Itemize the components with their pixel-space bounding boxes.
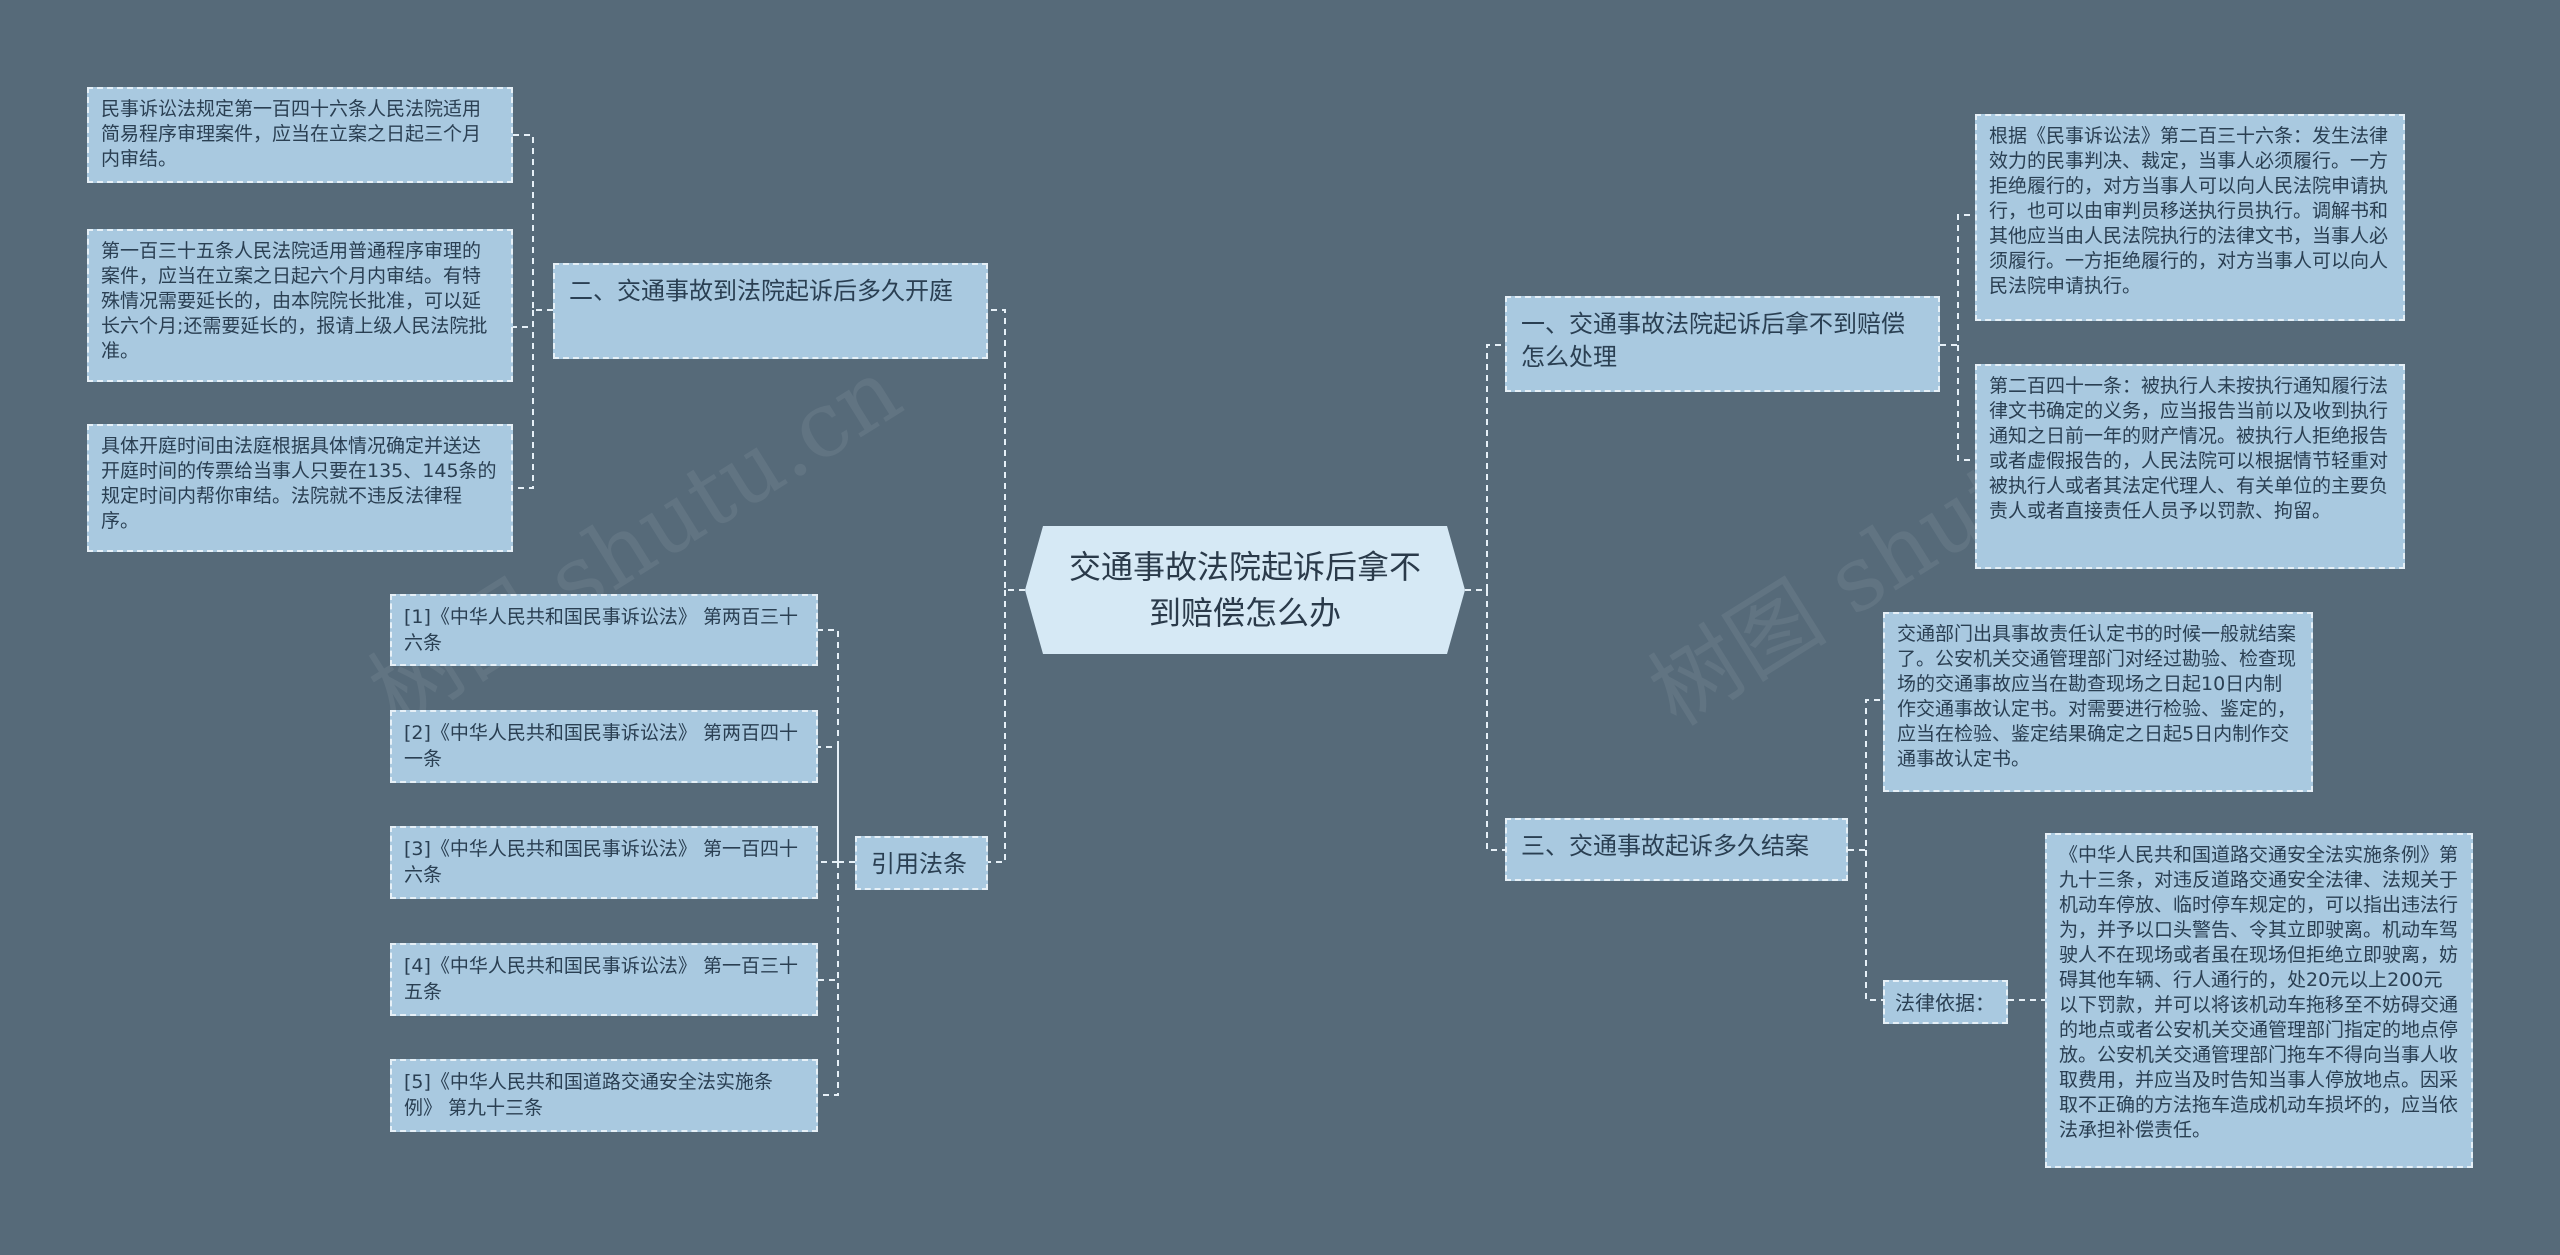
leaf-trial-1-text: 民事诉讼法规定第一百四十六条人民法院适用简易程序审理案件，应当在立案之日起三个月… <box>101 98 482 170</box>
citation-1-text: [1]《中华人民共和国民事诉讼法》 第两百三十六条 <box>404 606 798 654</box>
link-cite-children <box>818 629 855 1096</box>
link-close-children <box>1848 699 1883 1001</box>
legal-basis-label-text: 法律依据： <box>1895 991 1995 1015</box>
branch-trial-time-label: 二、交通事故到法院起诉后多久开庭 <box>569 277 953 305</box>
citation-2[interactable]: [2]《中华人民共和国民事诉讼法》 第两百四十一条 <box>390 710 818 783</box>
link-trial-children <box>513 134 553 489</box>
legal-basis-text[interactable]: 《中华人民共和国道路交通安全法实施条例》第九十三条，对违反道路交通安全法律、法规… <box>2045 833 2473 1168</box>
leaf-trial-3[interactable]: 具体开庭时间由法庭根据具体情况确定并送达开庭时间的传票给当事人只要在135、14… <box>87 424 513 552</box>
leaf-handle-2[interactable]: 第二百四十一条：被执行人未按执行通知履行法律文书确定的义务，应当报告当前以及收到… <box>1975 364 2405 569</box>
citation-5[interactable]: [5]《中华人民共和国道路交通安全法实施条例》 第九十三条 <box>390 1059 818 1132</box>
branch-handling-label: 一、交通事故法院起诉后拿不到赔偿怎么处理 <box>1521 310 1905 371</box>
branch-cited-laws-label: 引用法条 <box>871 850 967 878</box>
citation-2-text: [2]《中华人民共和国民事诉讼法》 第两百四十一条 <box>404 722 798 770</box>
citation-1[interactable]: [1]《中华人民共和国民事诉讼法》 第两百三十六条 <box>390 594 818 666</box>
citation-4-text: [4]《中华人民共和国民事诉讼法》 第一百三十五条 <box>404 955 798 1003</box>
leaf-trial-1[interactable]: 民事诉讼法规定第一百四十六条人民法院适用简易程序审理案件，应当在立案之日起三个月… <box>87 87 513 183</box>
leaf-handle-1[interactable]: 根据《民事诉讼法》第二百三十六条：发生法律效力的民事判决、裁定，当事人必须履行。… <box>1975 114 2405 321</box>
leaf-handle-2-text: 第二百四十一条：被执行人未按执行通知履行法律文书确定的义务，应当报告当前以及收到… <box>1989 375 2389 522</box>
branch-case-closing[interactable]: 三、交通事故起诉多久结案 <box>1505 818 1848 881</box>
citation-4[interactable]: [4]《中华人民共和国民事诉讼法》 第一百三十五条 <box>390 943 818 1016</box>
leaf-close-1[interactable]: 交通部门出具事故责任认定书的时候一般就结案了。公安机关交通管理部门对经过勘验、检… <box>1883 612 2313 792</box>
link-center-right <box>1465 344 1505 851</box>
citation-5-text: [5]《中华人民共和国道路交通安全法实施条例》 第九十三条 <box>404 1071 773 1119</box>
citation-3-text: [3]《中华人民共和国民事诉讼法》 第一百四十六条 <box>404 838 798 886</box>
leaf-handle-1-text: 根据《民事诉讼法》第二百三十六条：发生法律效力的民事判决、裁定，当事人必须履行。… <box>1989 125 2389 297</box>
legal-basis-label[interactable]: 法律依据： <box>1883 980 2008 1024</box>
legal-basis-text-content: 《中华人民共和国道路交通安全法实施条例》第九十三条，对违反道路交通安全法律、法规… <box>2059 844 2459 1141</box>
center-topic[interactable]: 交通事故法院起诉后拿不到赔偿怎么办 <box>1025 526 1465 654</box>
branch-cited-laws[interactable]: 引用法条 <box>855 836 988 890</box>
leaf-trial-2[interactable]: 第一百三十五条人民法院适用普通程序审理的案件，应当在立案之日起六个月内审结。有特… <box>87 229 513 382</box>
branch-trial-time[interactable]: 二、交通事故到法院起诉后多久开庭 <box>553 263 988 359</box>
citation-3[interactable]: [3]《中华人民共和国民事诉讼法》 第一百四十六条 <box>390 826 818 899</box>
leaf-trial-2-text: 第一百三十五条人民法院适用普通程序审理的案件，应当在立案之日起六个月内审结。有特… <box>101 240 488 362</box>
center-topic-label: 交通事故法院起诉后拿不到赔偿怎么办 <box>1068 548 1421 632</box>
branch-case-closing-label: 三、交通事故起诉多久结案 <box>1521 832 1809 860</box>
leaf-close-1-text: 交通部门出具事故责任认定书的时候一般就结案了。公安机关交通管理部门对经过勘验、检… <box>1897 623 2297 770</box>
leaf-trial-3-text: 具体开庭时间由法庭根据具体情况确定并送达开庭时间的传票给当事人只要在135、14… <box>101 435 497 532</box>
link-center-left <box>988 309 1025 863</box>
branch-handling[interactable]: 一、交通事故法院起诉后拿不到赔偿怎么处理 <box>1505 296 1940 392</box>
